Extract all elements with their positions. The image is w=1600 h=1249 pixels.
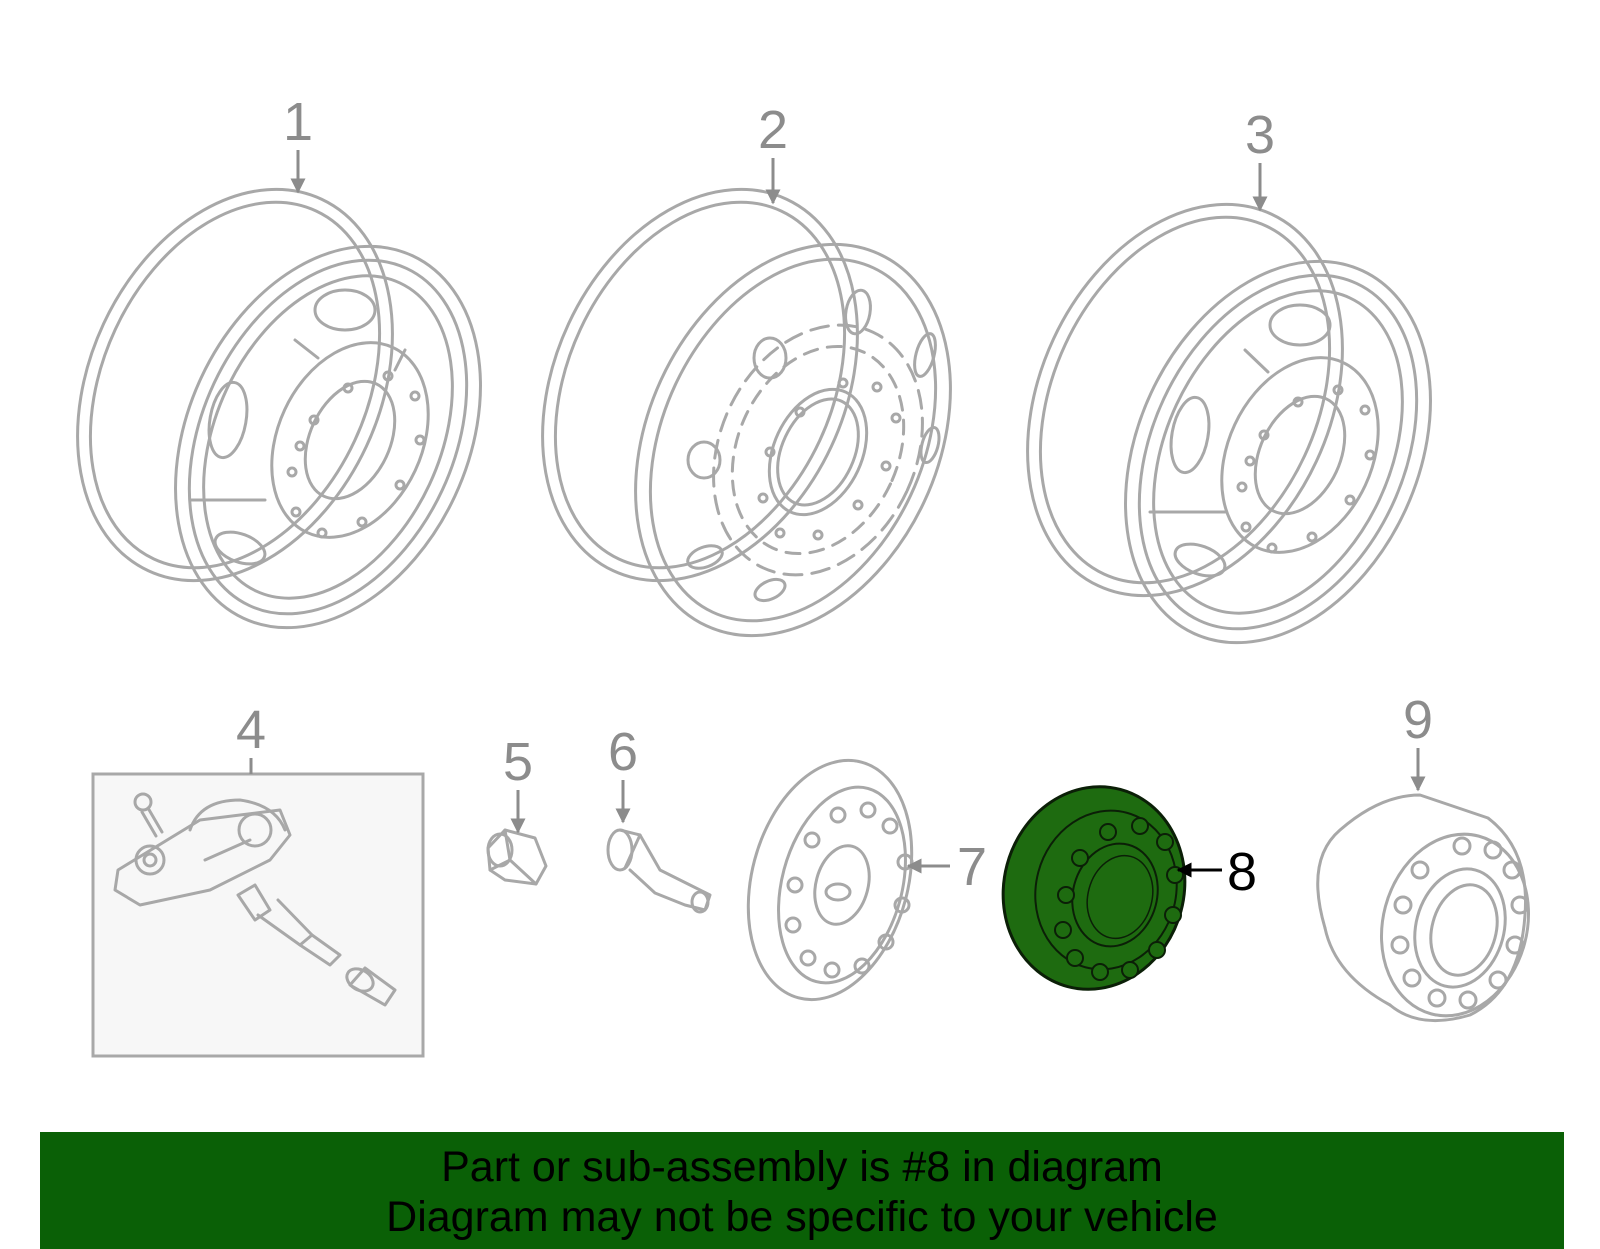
- hub-cover-9[interactable]: [1316, 793, 1549, 1033]
- wheel-2[interactable]: [482, 138, 1011, 687]
- callout-8: 8: [1227, 842, 1257, 902]
- hub-cover-7[interactable]: [723, 742, 937, 1018]
- hub-cover-8-highlighted[interactable]: [981, 766, 1208, 1010]
- callout-7: 7: [957, 837, 987, 897]
- info-banner: Part or sub-assembly is #8 in diagram Di…: [40, 1132, 1564, 1249]
- banner-line-2: Diagram may not be specific to your vehi…: [386, 1193, 1218, 1241]
- callout-2: 2: [758, 100, 788, 160]
- leader-arrows: [249, 150, 1426, 878]
- banner-line-1: Part or sub-assembly is #8 in diagram: [441, 1143, 1163, 1191]
- wheel-3[interactable]: [967, 153, 1489, 693]
- callout-9: 9: [1403, 690, 1433, 750]
- valve-stem-6[interactable]: [606, 828, 712, 914]
- parts-diagram: 1 2 3 4 5 6 7 8 9: [17, 92, 1549, 1058]
- wheel-1[interactable]: [17, 138, 539, 678]
- callout-6: 6: [608, 722, 638, 782]
- callout-4: 4: [236, 700, 266, 760]
- lug-nut-5[interactable]: [486, 828, 548, 886]
- tpms-sensor-kit-4[interactable]: [91, 772, 425, 1058]
- callout-3: 3: [1245, 105, 1275, 165]
- callout-5: 5: [503, 732, 533, 792]
- callout-1: 1: [283, 92, 313, 152]
